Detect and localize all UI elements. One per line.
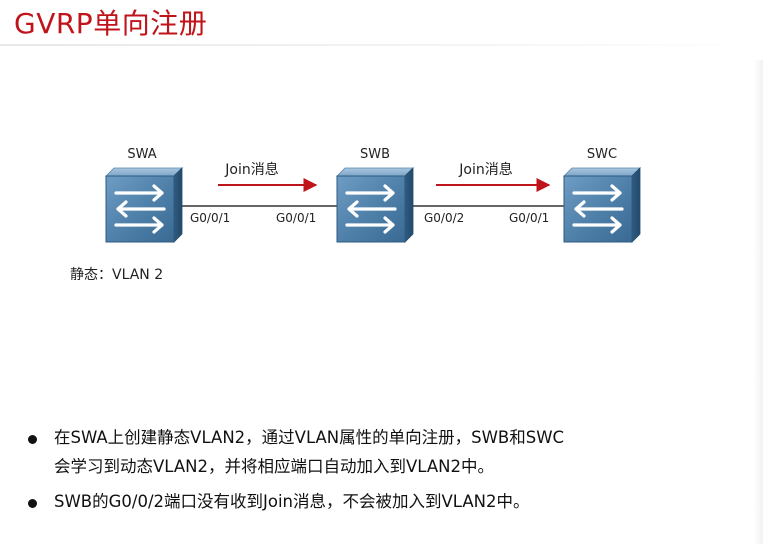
bullet-text-line: 在SWA上创建静态VLAN2，通过VLAN属性的单向注册，SWB和SWC [54, 428, 565, 447]
switch-swa [104, 166, 184, 244]
gvrp-topology-diagram: SWA SWB SWC G0/0/1 G0/0/1 G0/0/2 G0/0/1 … [70, 147, 642, 283]
switch-icon [562, 166, 642, 244]
switch-icon [104, 166, 184, 244]
bullet-dot [28, 435, 37, 444]
bullet-dot [28, 498, 37, 508]
port-label-swb-right: G0/0/2 [424, 211, 464, 225]
slide-edge-shadow [753, 60, 763, 544]
join-message-label-bc: Join消息 [458, 161, 512, 178]
port-label-swc-left: G0/0/1 [509, 211, 549, 225]
switch-label-swc: SWC [587, 147, 617, 162]
bullet-item: SWB的G0/0/2端口没有收到Join消息，不会被加入到VLAN2中。 [28, 488, 750, 517]
switch-swc [562, 166, 642, 244]
port-label-swb-left: G0/0/1 [276, 211, 316, 225]
page-title: GVRP单向注册 [14, 7, 208, 40]
title-divider [0, 44, 763, 46]
port-label-swa-right: G0/0/1 [190, 211, 230, 225]
join-message-label-ab: Join消息 [224, 161, 278, 178]
switch-icon [335, 166, 415, 244]
static-vlan-label: 静态：VLAN 2 [70, 267, 163, 283]
switch-swb [335, 166, 415, 244]
bullet-text-line: 会学习到动态VLAN2，并将相应端口自动加入到VLAN2中。 [54, 456, 494, 476]
switch-label-swa: SWA [127, 147, 156, 162]
bullet-item: 在SWA上创建静态VLAN2，通过VLAN属性的单向注册，SWB和SWC 会学习… [28, 424, 750, 482]
switch-label-swb: SWB [360, 147, 390, 162]
bullet-list: 在SWA上创建静态VLAN2，通过VLAN属性的单向注册，SWB和SWC 会学习… [28, 424, 750, 523]
bullet-text-line: SWB的G0/0/2端口没有收到Join消息，不会被加入到VLAN2中。 [54, 491, 530, 511]
